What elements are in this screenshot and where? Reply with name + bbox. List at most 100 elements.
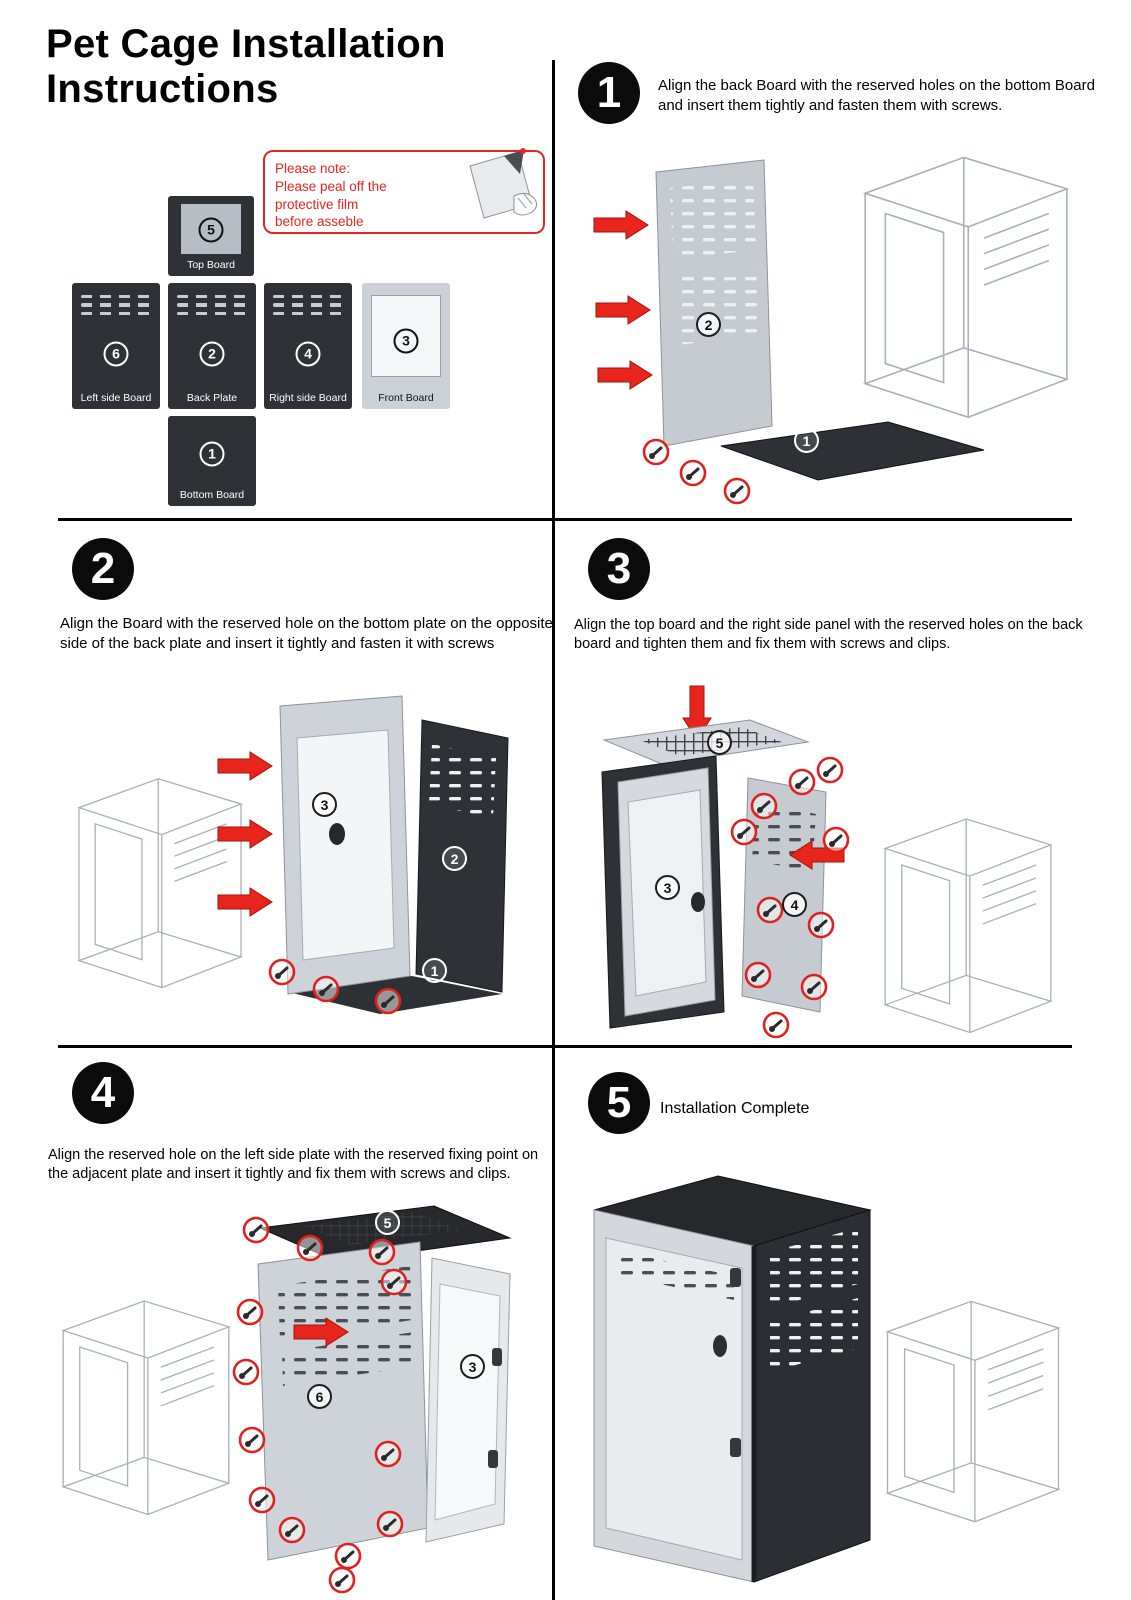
step-3-text: Align the top board and the right side p… [574, 617, 1083, 653]
part-label: Bottom Board [179, 489, 245, 501]
note-line2: before asseble [275, 214, 364, 230]
door-handle [691, 892, 705, 912]
vent-slots [770, 1228, 858, 1308]
wireframe-cage [78, 778, 242, 989]
screw-marker [334, 1542, 362, 1570]
part-right-side-board: 4 Right side Board [264, 283, 352, 409]
screw-marker [642, 438, 670, 466]
part-number-badge: 1 [199, 441, 225, 467]
screw-marker [376, 1510, 404, 1538]
screw-marker [800, 973, 828, 1001]
vent-slots [81, 295, 151, 299]
step-4-badge: 4 [72, 1062, 134, 1124]
step-5-badge: 5 [588, 1072, 650, 1134]
step-4-text: Align the reserved hole on the left side… [48, 1147, 539, 1183]
step-2-illustration: 3 2 1 [50, 676, 555, 1042]
step-3-illustration: 5 3 4 [558, 678, 1129, 1042]
callout-left-side: 6 [307, 1384, 332, 1409]
screw-marker [374, 1440, 402, 1468]
page-title: Pet Cage Installation Instructions [46, 22, 446, 112]
vent-slots [674, 267, 759, 345]
screw-marker [368, 1238, 396, 1266]
wireframe-cage [884, 818, 1052, 1034]
vent-slots [177, 311, 247, 316]
callout-front-board: 3 [312, 792, 337, 817]
part-left-side-board: 6 Left side Board [72, 283, 160, 409]
wireframe-cage [864, 156, 1068, 419]
part-label: Back Plate [186, 392, 238, 404]
vent-slots [429, 744, 496, 818]
divider-horizontal-1 [58, 518, 1072, 521]
vent-slots [273, 303, 343, 307]
vent-slots [81, 303, 151, 307]
door-handle [329, 823, 345, 845]
red-arrow-icon [217, 887, 273, 917]
vent-slots [670, 179, 756, 259]
front-board-window [434, 1283, 501, 1521]
vent-slots [278, 1266, 412, 1340]
wireframe-cage [886, 1300, 1060, 1523]
bottom-board-panel [720, 421, 985, 481]
part-label: Front Board [378, 392, 434, 404]
note-heading: Please note: [275, 161, 351, 176]
page-title-line1: Pet Cage Installation [46, 22, 446, 66]
part-number-badge: 3 [393, 328, 419, 354]
callout-top-board: 5 [707, 730, 732, 755]
screw-marker [816, 756, 844, 784]
door-hinge [488, 1450, 498, 1468]
door-hinge [730, 1268, 741, 1287]
screw-marker [679, 459, 707, 487]
screw-marker [312, 975, 340, 1003]
vent-slots [273, 311, 343, 316]
screw-marker [744, 961, 772, 989]
vent-slots [770, 1298, 858, 1372]
callout-back-plate: 2 [696, 312, 721, 337]
step-1-illustration: 2 1 [556, 130, 1131, 515]
part-back-plate: 2 Back Plate [168, 283, 256, 409]
door-handle [713, 1335, 727, 1357]
part-top-board: 5 Top Board [168, 196, 254, 276]
screw-marker [788, 768, 816, 796]
callout-front-board: 3 [460, 1354, 485, 1379]
part-bottom-board: 1 Bottom Board [168, 416, 256, 506]
vent-slots [282, 1332, 415, 1386]
step-1-badge: 1 [578, 62, 640, 124]
red-arrow-icon [597, 360, 653, 390]
callout-bottom-board: 1 [422, 958, 447, 983]
screw-marker [232, 1358, 260, 1386]
step-1-text: Align the back Board with the reserved h… [658, 77, 1095, 115]
part-front-board: 3 Front Board [362, 283, 450, 409]
vent-slots [177, 295, 247, 299]
callout-bottom-board: 1 [794, 428, 819, 453]
front-door [605, 1237, 743, 1561]
screw-marker [380, 1268, 408, 1296]
callout-top-board: 5 [375, 1210, 400, 1235]
red-arrow-icon [595, 295, 651, 325]
screw-marker [807, 911, 835, 939]
vent-slots [81, 311, 151, 316]
note-box: Please note: Please peal off the protect… [263, 150, 545, 234]
screw-marker [236, 1298, 264, 1326]
screw-marker [723, 477, 751, 505]
divider-vertical [552, 60, 555, 1600]
divider-horizontal-2 [58, 1045, 1072, 1048]
step-2-text: Align the Board with the reserved hole o… [60, 615, 553, 653]
step-5-text: Installation Complete [660, 1100, 810, 1117]
screw-marker [762, 1011, 790, 1039]
screw-marker [822, 826, 850, 854]
vent-slots [177, 303, 247, 307]
red-arrow-icon [593, 210, 649, 240]
screw-marker [750, 792, 778, 820]
step-4-illustration: 5 6 3 [42, 1198, 554, 1596]
step-5-illustration [558, 1150, 1128, 1595]
screw-marker [328, 1566, 356, 1594]
part-number-badge: 4 [295, 341, 321, 367]
screw-marker [248, 1486, 276, 1514]
wireframe-cage [62, 1300, 230, 1516]
callout-right-side: 4 [782, 892, 807, 917]
vent-slots [273, 295, 343, 299]
screw-marker [730, 818, 758, 846]
callout-back-plate: 2 [442, 846, 467, 871]
screw-marker [242, 1216, 270, 1244]
